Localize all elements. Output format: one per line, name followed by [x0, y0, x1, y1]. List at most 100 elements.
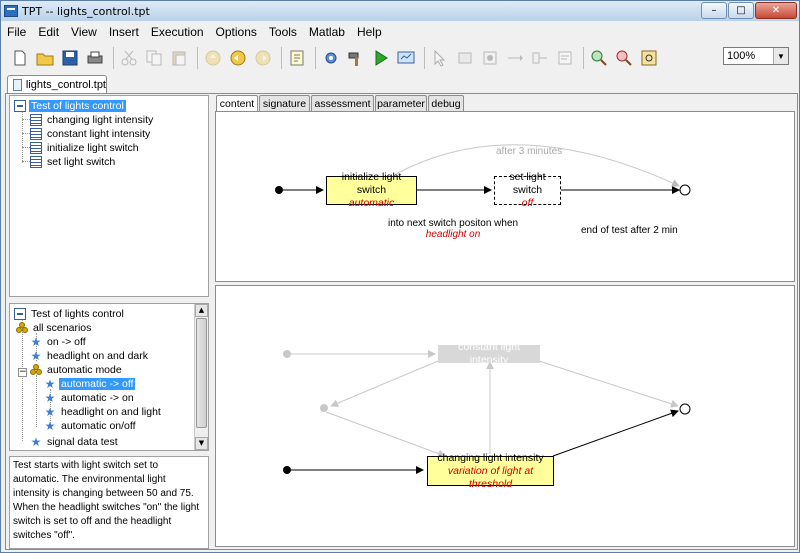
document-tab[interactable]: lights_control.tpt [7, 75, 107, 93]
transition-junction-to-main[interactable] [325, 411, 446, 458]
scenario-description[interactable]: Test starts with light switch set to aut… [9, 456, 209, 549]
zoom-in-button[interactable] [588, 47, 610, 69]
transition-grey-to-end[interactable] [538, 360, 679, 408]
scrollbar-thumb[interactable] [196, 318, 207, 428]
scenario-group-automatic-mode[interactable]: automatic mode [30, 363, 124, 376]
state-tool-button[interactable] [454, 47, 476, 69]
transition-grey-to-junction[interactable] [330, 360, 439, 407]
close-button[interactable]: ✕ [755, 2, 797, 19]
menu-edit[interactable]: Edit [38, 25, 60, 39]
connector-tool-button[interactable] [529, 47, 551, 69]
scenario-group-icon [16, 321, 28, 334]
zoom-fit-icon [641, 50, 657, 66]
zoom-fit-button[interactable] [638, 47, 660, 69]
start-node[interactable] [283, 466, 291, 474]
state-initialize-light-switch[interactable]: initialize light switch automatic [326, 171, 417, 209]
edit-notes-button[interactable] [286, 47, 308, 69]
scenario-signal-data-test[interactable]: ★ signal data test [30, 434, 118, 449]
scenario-root[interactable]: Test of lights control [14, 307, 126, 320]
chevron-down-icon[interactable]: ▼ [773, 48, 788, 64]
scenario-automatic-on[interactable]: ★ automatic -> on [44, 390, 134, 405]
menu-tools[interactable]: Tools [268, 25, 297, 39]
menu-matlab[interactable]: Matlab [308, 25, 345, 39]
scenario-diagram-bottom[interactable]: constant light intensity changing light … [215, 285, 795, 547]
tab-signature[interactable]: signature [259, 95, 310, 111]
transition-main-to-end[interactable] [552, 409, 679, 457]
comment-tool-button[interactable] [554, 47, 576, 69]
junction-icon [483, 51, 497, 65]
print-button[interactable] [84, 47, 106, 69]
copy-button[interactable] [143, 47, 165, 69]
tree-item-changing-light-intensity[interactable]: changing light intensity [30, 113, 155, 126]
transition-tool-button[interactable] [504, 47, 526, 69]
report-button[interactable] [395, 47, 417, 69]
menu-insert[interactable]: Insert [108, 25, 139, 39]
start-node-grey[interactable] [283, 350, 291, 358]
tab-debug[interactable]: debug [428, 95, 464, 111]
bottom-diagram-lines [283, 350, 691, 474]
print-icon [87, 51, 103, 64]
arrow-right-icon [255, 50, 271, 66]
cut-button[interactable] [118, 47, 140, 69]
arrow-left-icon [230, 50, 246, 66]
scenario-scrollbar[interactable]: ▲ ▼ [194, 304, 208, 450]
comment-icon [558, 51, 572, 65]
nav-up-button[interactable] [202, 47, 224, 69]
state-changing-light-intensity[interactable]: changing light intensity variation of li… [427, 452, 554, 490]
paste-button[interactable] [168, 47, 190, 69]
scenario-star-icon: ★ [44, 390, 56, 405]
nav-forward-button[interactable] [252, 47, 274, 69]
scenario-headlight-on-light[interactable]: ★ headlight on and light [44, 404, 161, 419]
select-tool-button[interactable] [429, 47, 451, 69]
tab-content[interactable]: content [216, 95, 258, 112]
menu-view[interactable]: View [71, 25, 97, 39]
start-node[interactable] [275, 186, 283, 194]
tab-assessment[interactable]: assessment [311, 95, 374, 111]
menu-help[interactable]: Help [356, 25, 382, 39]
junction-node[interactable] [320, 404, 328, 412]
tree-item-root[interactable]: Test of lights control [14, 99, 126, 112]
scenario-tree[interactable]: Test of lights control all scenarios ★ o… [9, 303, 209, 451]
scenario-star-icon: ★ [30, 348, 42, 363]
junction-tool-button[interactable] [479, 47, 501, 69]
zoom-value: 100% [727, 50, 756, 62]
scenario-group-all[interactable]: all scenarios [16, 321, 93, 334]
gear-settings-button[interactable] [320, 47, 342, 69]
tree-item-initialize-light-switch[interactable]: initialize light switch [30, 141, 141, 154]
tab-parameter[interactable]: parameter [375, 95, 427, 111]
state-set-light-switch[interactable]: set light switch off [494, 171, 561, 209]
run-button[interactable] [370, 47, 392, 69]
notepad-icon [290, 50, 304, 66]
build-button[interactable] [345, 47, 367, 69]
scroll-down-icon[interactable]: ▼ [195, 437, 208, 450]
save-button[interactable] [59, 47, 81, 69]
end-node[interactable] [679, 184, 691, 196]
menu-execution[interactable]: Execution [150, 25, 204, 39]
nav-back-button[interactable] [227, 47, 249, 69]
menu-file[interactable]: File [7, 25, 27, 39]
open-folder-button[interactable] [34, 47, 56, 69]
tree-item-set-light-switch[interactable]: set light switch [30, 155, 117, 168]
transition-arc-timeout[interactable] [395, 144, 680, 187]
maximize-button[interactable]: □ [728, 2, 754, 19]
scenario-diagram-top[interactable]: initialize light switch automatic set li… [215, 111, 795, 282]
scenario-on-off[interactable]: ★ on -> off [30, 334, 86, 349]
scroll-up-icon[interactable]: ▲ [195, 304, 208, 317]
menu-options[interactable]: Options [215, 25, 257, 39]
transition-label: into next switch positon when headlight … [388, 218, 519, 240]
menu-bar: File Edit View Insert Execution Options … [1, 22, 799, 42]
minimize-button[interactable]: – [701, 2, 727, 19]
test-tree[interactable]: Test of lights control changing light in… [9, 95, 209, 297]
scenario-automatic-off[interactable]: ★ automatic -> off [44, 376, 136, 391]
scenario-headlight-on-dark[interactable]: ★ headlight on and dark [30, 348, 148, 363]
new-file-button[interactable] [9, 47, 31, 69]
document-tab-label: lights_control.tpt [25, 78, 106, 91]
scenario-automatic-on-off[interactable]: ★ automatic on/off [44, 418, 136, 433]
gear-icon [325, 52, 337, 64]
collapse-toggle[interactable]: − [18, 367, 27, 377]
zoom-out-button[interactable] [613, 47, 635, 69]
state-constant-light-intensity[interactable]: constant light intensity [438, 341, 540, 366]
tree-item-constant-light-intensity[interactable]: constant light intensity [30, 127, 152, 140]
zoom-select[interactable]: 100% ▼ [723, 47, 789, 65]
end-node[interactable] [679, 403, 691, 415]
